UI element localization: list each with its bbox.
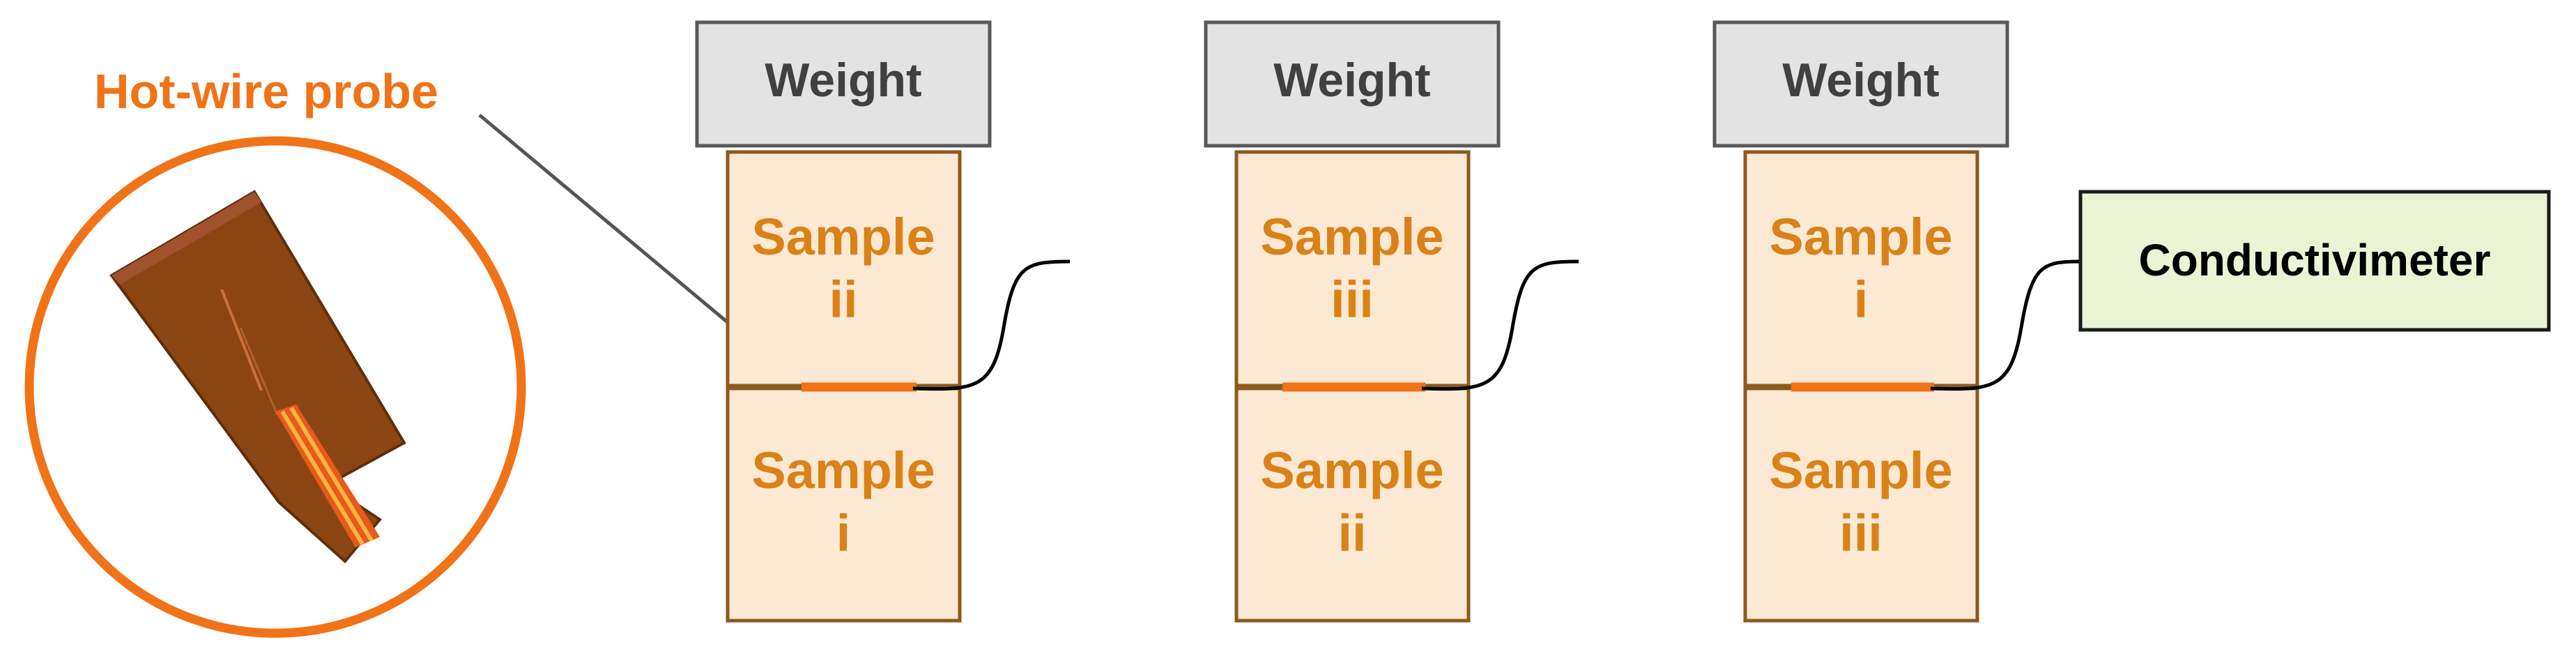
stack-2: Weight Sample iii Sample ii xyxy=(1204,20,1579,623)
weight-block xyxy=(695,20,992,148)
sample-bottom-id: i xyxy=(836,504,851,562)
sample-top-id: ii xyxy=(829,271,857,328)
probe-image xyxy=(109,190,406,563)
sample-bottom-id: iii xyxy=(1839,504,1883,562)
sample-top-id: i xyxy=(1854,271,1869,328)
probe-callout: Hot-wire probe xyxy=(24,64,814,638)
probe-cable xyxy=(1930,259,2081,391)
sample-top xyxy=(1234,150,1471,388)
conductivimeter: Conductivimeter xyxy=(2078,190,2551,332)
conductivimeter-box xyxy=(2078,190,2551,332)
sensor-wire-2 xyxy=(239,327,279,416)
sample-bottom-label: Sample xyxy=(1260,441,1443,499)
sample-top xyxy=(1743,150,1979,388)
weight-block xyxy=(1204,20,1501,148)
probe-cable xyxy=(912,259,1071,391)
weight-label: Weight xyxy=(765,54,921,107)
sample-top-label: Sample xyxy=(751,208,935,266)
sample-top-label: Sample xyxy=(1260,208,1443,266)
probe-label: Hot-wire probe xyxy=(94,64,438,119)
conductivimeter-label: Conductivimeter xyxy=(2139,235,2491,285)
sample-top-id: iii xyxy=(1331,271,1374,328)
weight-label: Weight xyxy=(1273,54,1430,107)
sample-bottom-label: Sample xyxy=(1769,441,1952,499)
sensor-wire xyxy=(220,289,263,391)
probe-cable xyxy=(1421,259,1579,391)
sample-bottom xyxy=(1743,386,1979,623)
lead-wire-2 xyxy=(289,407,374,542)
lead-wire-1 xyxy=(280,410,365,545)
sample-top xyxy=(726,150,962,388)
stack-1: Weight Sample ii Sample i xyxy=(695,20,1071,623)
sample-bottom-label: Sample xyxy=(751,441,935,499)
sample-top-label: Sample xyxy=(1769,208,1952,266)
sample-bottom-id: ii xyxy=(1337,504,1366,562)
weight-label: Weight xyxy=(1782,54,1939,107)
weight-block xyxy=(1712,20,2009,148)
probe-bevel xyxy=(112,192,261,285)
stack-3: Weight Sample i Sample iii xyxy=(1712,20,2081,623)
